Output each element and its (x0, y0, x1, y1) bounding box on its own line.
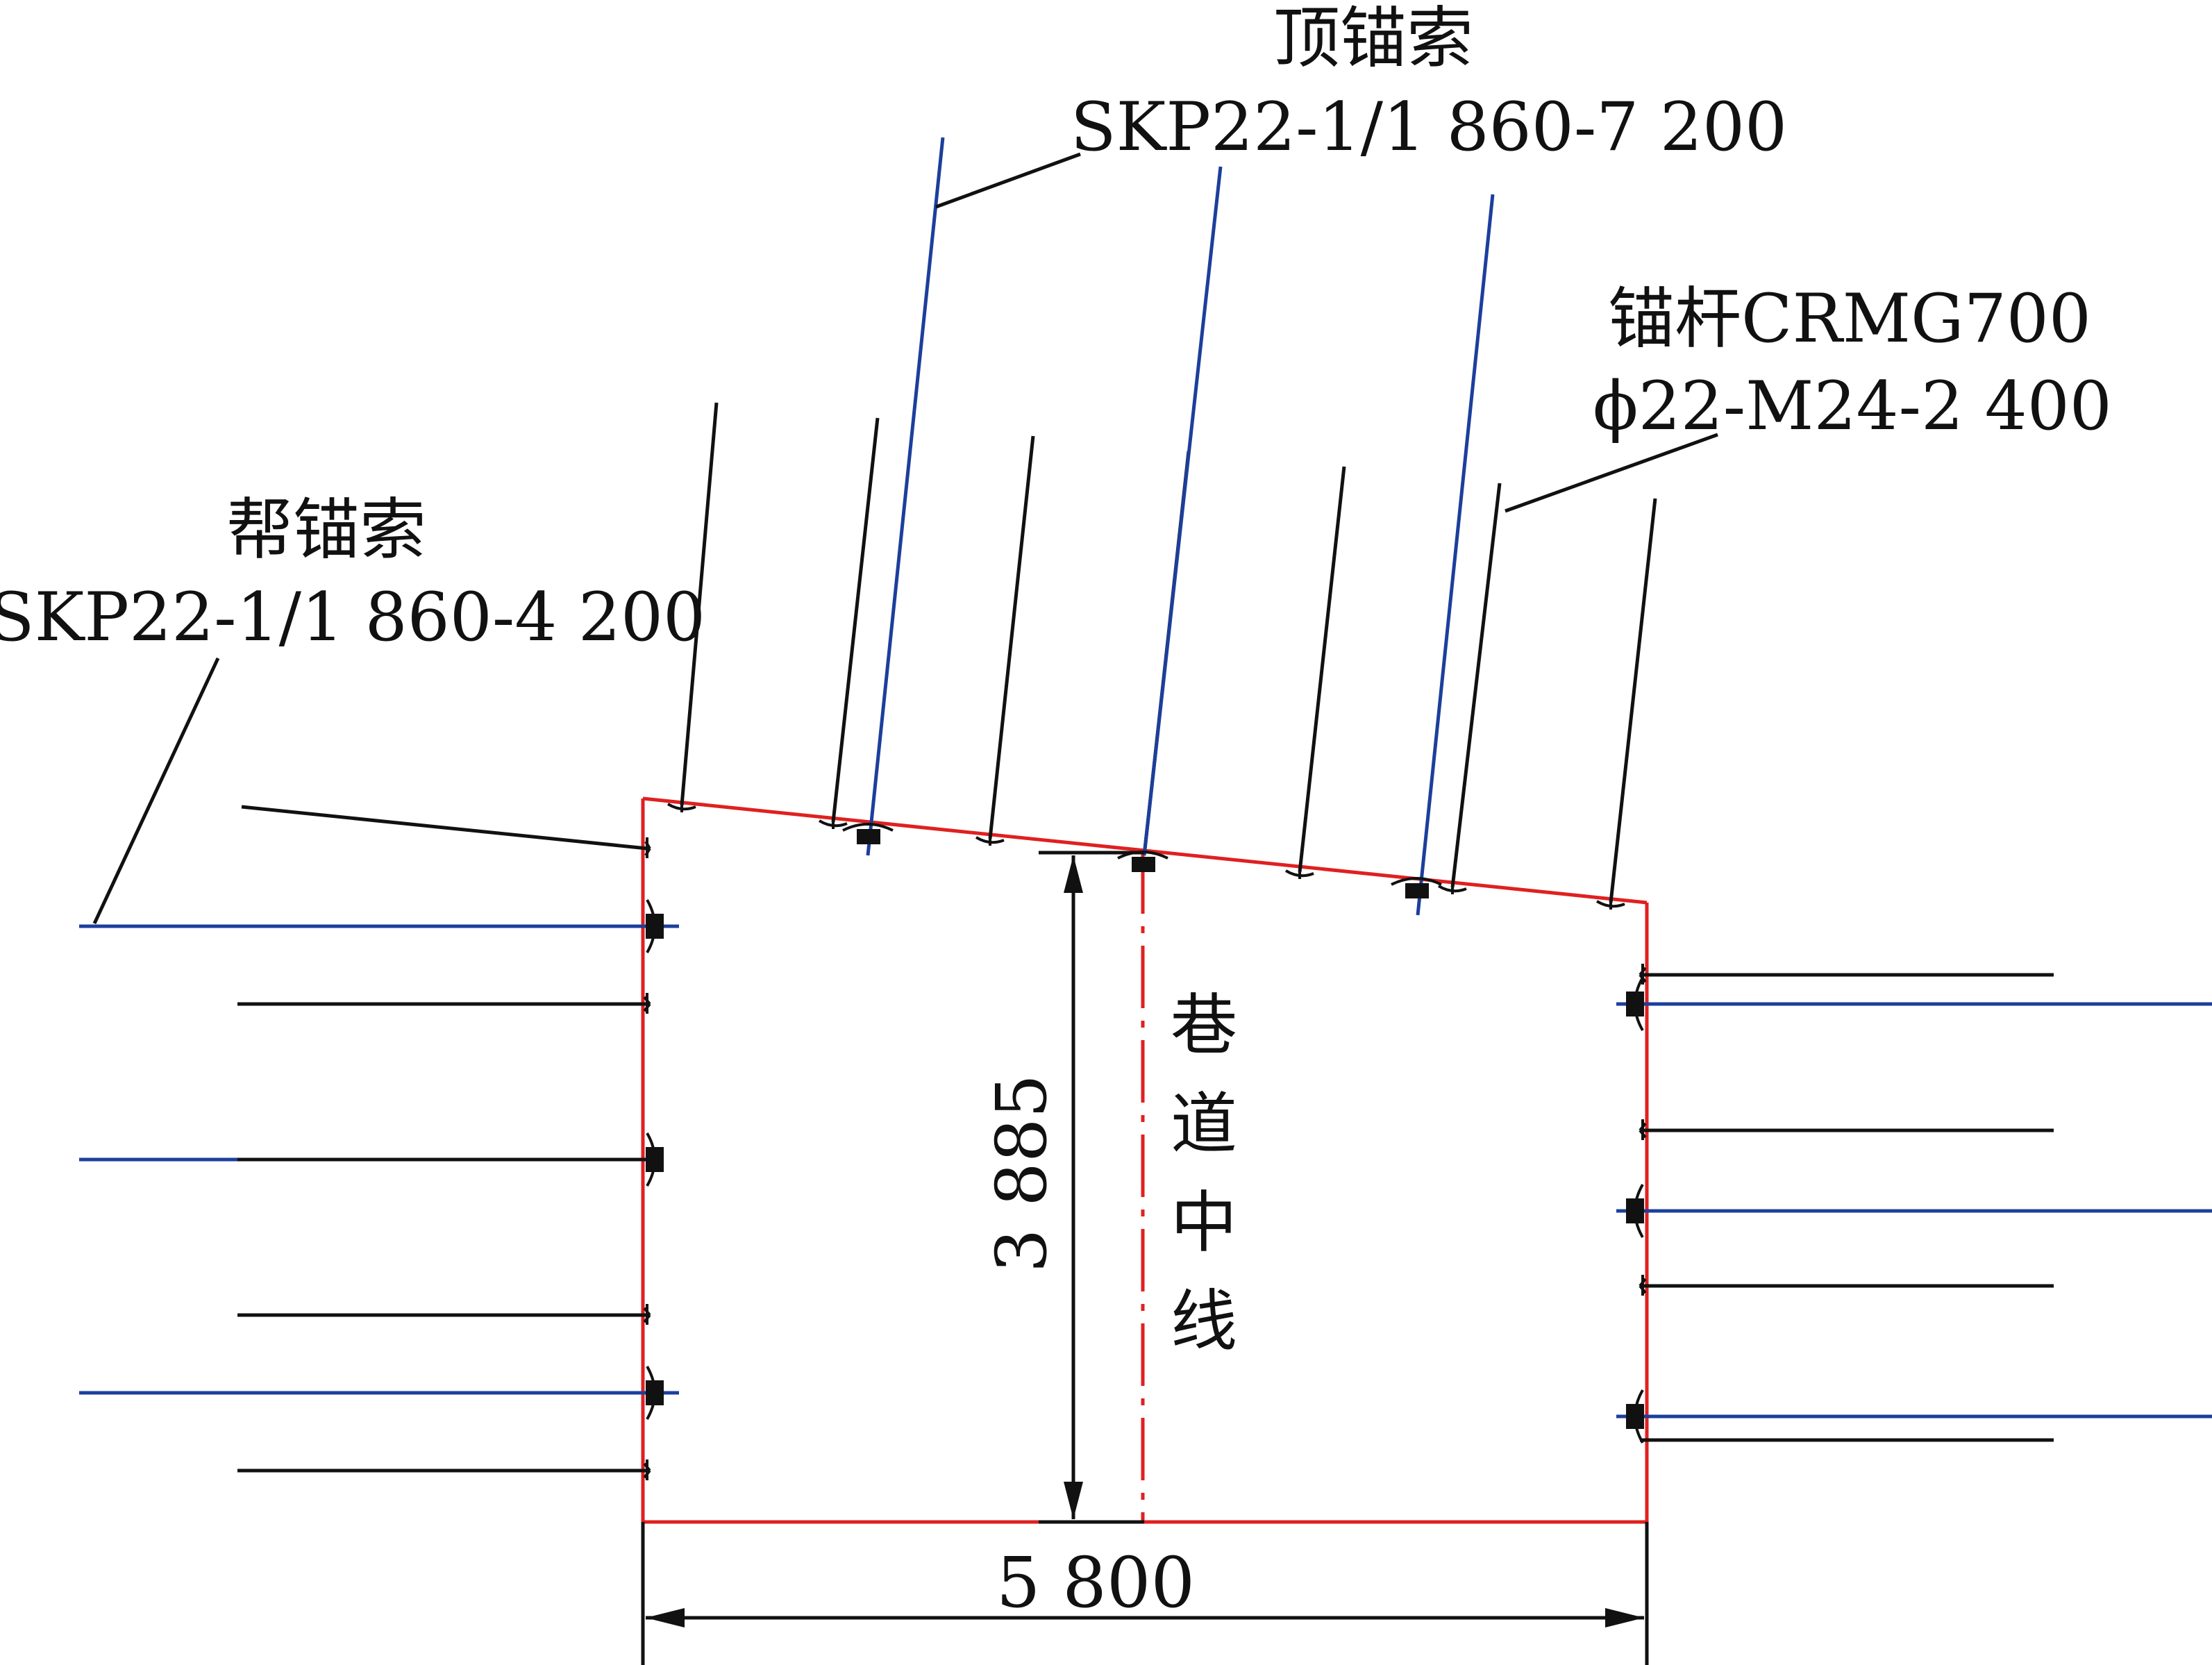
height-arrow-bottom (1064, 1482, 1083, 1519)
rib-cable-spec: SKP22-1/1 860-4 200 (0, 578, 705, 656)
roof-cables (866, 137, 1495, 916)
rib-cable-leader (92, 657, 220, 925)
centerline-char: 道 (1171, 1085, 1237, 1163)
cable-plate (1634, 976, 1644, 1032)
roof-bolt (831, 417, 880, 823)
roof-cable (1142, 166, 1223, 856)
bolt-plate (644, 837, 651, 858)
width-dimension (641, 1522, 1649, 1665)
left-rib-bolts (237, 805, 650, 1473)
right-rib-cables (1616, 1002, 2212, 1419)
width-arrow-left (646, 1608, 685, 1628)
bolt-plate (667, 803, 696, 812)
height-arrow-top (1064, 855, 1083, 893)
bolt-leader (1505, 433, 1718, 513)
cable-plate (1132, 857, 1155, 872)
cable-plate (857, 829, 880, 844)
roof-cable-name: 顶锚索 (1273, 0, 1473, 77)
cable-plate (1634, 1389, 1644, 1444)
roof-bolt (1450, 483, 1502, 888)
bolt-plate (1639, 1119, 1647, 1140)
bolt-plate (643, 993, 651, 1014)
width-arrow-right (1605, 1608, 1644, 1628)
bolt-plate (1437, 885, 1467, 894)
rib-cable-name: 帮锚索 (226, 491, 426, 569)
bolt-spec: ϕ22-M24-2 400 (1593, 367, 2112, 445)
bolt-plate (1595, 900, 1625, 910)
roof-cable-spec: SKP22-1/1 860-7 200 (1071, 88, 1787, 166)
left-rib-bolt (241, 805, 648, 851)
centerline-char: 中 (1171, 1184, 1237, 1262)
right-rib-bolts (1640, 973, 2054, 1442)
anchor-plates (643, 803, 1647, 1480)
roof-bolt (680, 402, 719, 806)
bolt-plate (818, 819, 848, 829)
roadway-outline (641, 796, 1649, 1524)
roof-cable (1416, 194, 1495, 916)
centerline-char: 线 (1171, 1282, 1237, 1360)
bolt-plate (1639, 1275, 1647, 1296)
centerline-char: 巷 (1171, 987, 1237, 1064)
cable-plate (1391, 877, 1442, 886)
cable-plate (1405, 883, 1429, 898)
roof-bolt (988, 435, 1035, 839)
roof-bolt (1609, 498, 1657, 903)
left-rib-cables (79, 924, 679, 1395)
width-dim-label: 5 800 (996, 1542, 1195, 1623)
cable-plate (1634, 1183, 1644, 1239)
bolt-plate (643, 1304, 651, 1325)
cable-plate (842, 823, 894, 832)
cable-plate (646, 1132, 656, 1187)
bolt-plate (975, 836, 1005, 846)
bolt-plate (1284, 869, 1314, 879)
centerline-label: 巷 道 中 线 (1171, 987, 1237, 1360)
roof-bolts (680, 402, 1657, 903)
roof-bolt (1298, 466, 1346, 873)
roof-cable (866, 137, 945, 856)
cable-plate (646, 1365, 656, 1421)
height-dimension (1039, 851, 1144, 1524)
bolt-name: 锚杆CRMG700 (1608, 280, 2091, 358)
bolt-plate (643, 1459, 651, 1480)
roof-cable-leader (935, 152, 1081, 209)
cable-plate (646, 898, 656, 954)
height-dim-label: 3 885 (981, 1074, 1062, 1273)
leader-lines (92, 152, 1718, 925)
